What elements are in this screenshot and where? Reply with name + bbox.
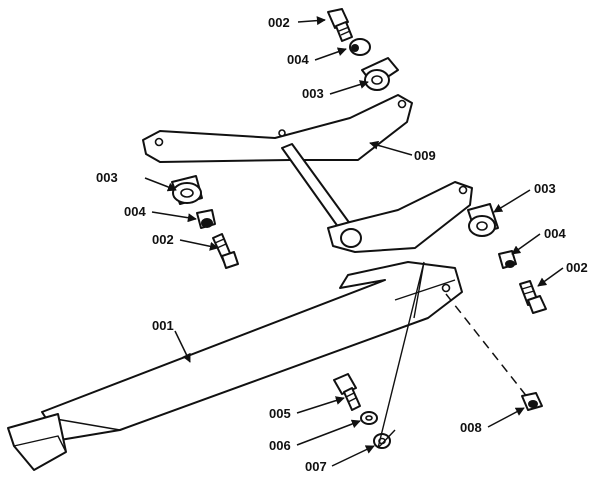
bushing-right — [467, 203, 499, 237]
nut-right — [498, 250, 517, 269]
callout-004-top: 004 — [287, 52, 309, 67]
assembly-line-bolt — [377, 261, 425, 449]
callout-003-left: 003 — [96, 170, 118, 185]
callout-003-top: 003 — [302, 86, 324, 101]
lower-lever — [327, 181, 473, 253]
callout-002-right: 002 — [566, 260, 588, 275]
bolt-bottom — [333, 373, 361, 411]
bolt-left — [212, 233, 239, 269]
callout-007: 007 — [305, 459, 327, 474]
callout-005: 005 — [269, 406, 291, 421]
callout-006: 006 — [269, 438, 291, 453]
assembly-line-nut — [445, 293, 529, 399]
bolt-right — [519, 280, 547, 314]
callout-004-right: 004 — [544, 226, 566, 241]
callout-004-left: 004 — [124, 204, 146, 219]
callout-008: 008 — [460, 420, 482, 435]
bushing-left — [171, 175, 203, 205]
callout-002-top: 002 — [268, 15, 290, 30]
washer-bottom — [360, 411, 378, 425]
nut-bottom — [521, 392, 543, 411]
pedal-lever — [7, 261, 463, 471]
callout-001: 001 — [152, 318, 174, 333]
callout-009: 009 — [414, 148, 436, 163]
upper-lever — [142, 94, 413, 163]
nut-top — [349, 38, 371, 56]
bushing-top — [361, 57, 399, 91]
leader-arrows — [144, 16, 564, 467]
callout-003-right: 003 — [534, 181, 556, 196]
nut-left — [196, 209, 216, 229]
bolt-top — [327, 8, 353, 42]
callout-002-left: 002 — [152, 232, 174, 247]
lock-washer-bottom — [373, 433, 391, 449]
